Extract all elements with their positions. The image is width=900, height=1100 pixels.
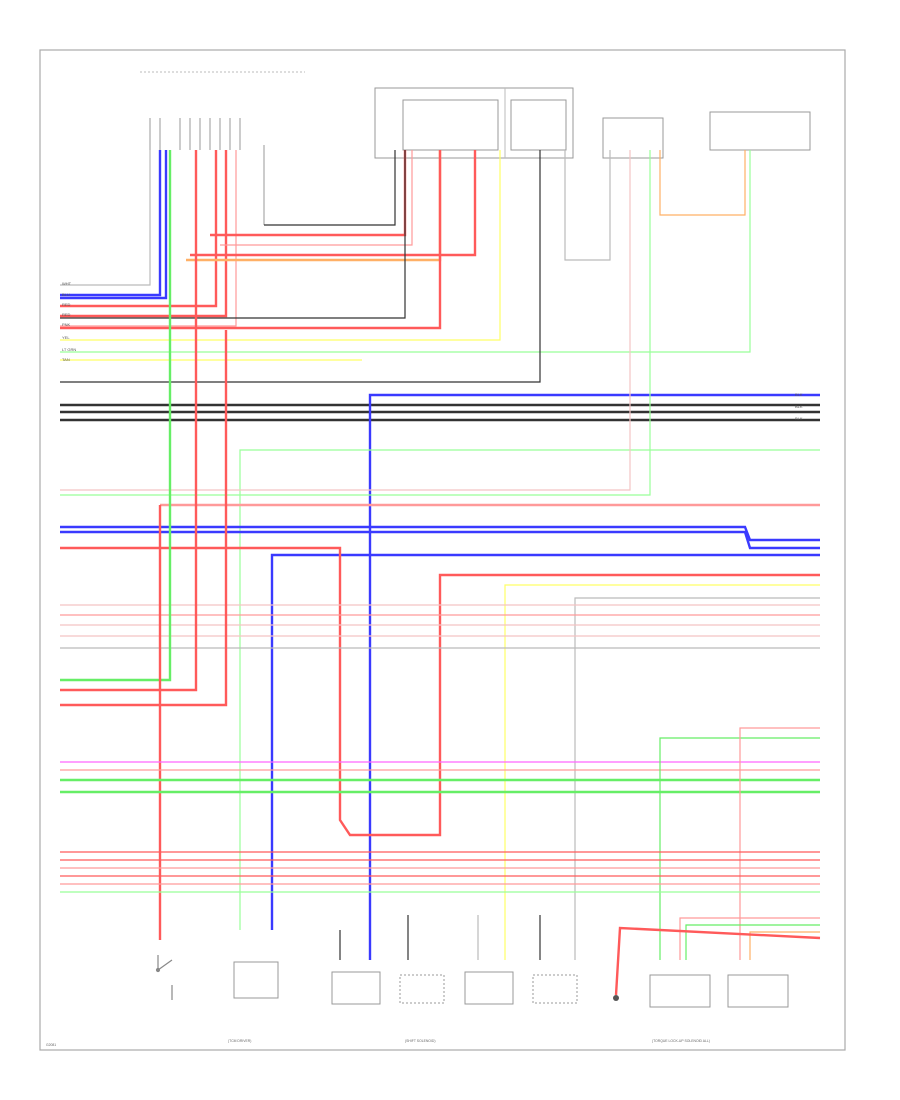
wire-gray-16 bbox=[564, 150, 611, 261]
wire-label-r2: BLK bbox=[795, 416, 803, 421]
wire-label-4: PNK bbox=[62, 322, 71, 327]
wire-green-46 bbox=[659, 737, 820, 960]
sensor-box bbox=[233, 961, 279, 999]
switch-symbol bbox=[155, 955, 173, 1000]
wire-orange-9 bbox=[186, 150, 442, 262]
solenoid-d bbox=[532, 974, 578, 1004]
wire-light_green-23 bbox=[239, 449, 820, 930]
wire-red-57 bbox=[614, 926, 821, 996]
wire-green-55 bbox=[685, 924, 820, 960]
solenoid-b bbox=[399, 974, 445, 1004]
wire-light_green-12 bbox=[60, 150, 751, 353]
wire-black-13 bbox=[60, 150, 406, 319]
wire-blue-2 bbox=[60, 150, 168, 300]
wire-pink-54 bbox=[679, 917, 820, 960]
wire-gray-32 bbox=[574, 597, 820, 960]
wire-black-15 bbox=[60, 150, 541, 383]
wire-yellow-11 bbox=[60, 150, 501, 341]
wire-light_green-25 bbox=[60, 150, 651, 496]
wire-label-r0: BLK bbox=[795, 392, 803, 397]
ground-point bbox=[613, 995, 619, 1001]
inner-switch-1 bbox=[402, 99, 499, 151]
wire-red-39 bbox=[60, 150, 198, 692]
wire-pink-8 bbox=[220, 150, 413, 246]
wire-blue-22 bbox=[368, 393, 820, 960]
wire-label-r1: BLK bbox=[795, 404, 803, 409]
solenoid-c bbox=[464, 971, 514, 1005]
inner-switch-2 bbox=[510, 99, 567, 151]
diagram-frame bbox=[39, 49, 846, 1051]
relay-box-far-right bbox=[709, 111, 811, 151]
wire-label-3: RED bbox=[62, 312, 71, 317]
module-a bbox=[649, 974, 711, 1008]
left-bus-labels: WHT BLU RED RED PNK YEL LT GRN TAN bbox=[62, 281, 76, 362]
wire-blue-1 bbox=[60, 150, 162, 297]
wire-label-0: WHT bbox=[62, 281, 72, 286]
solenoid-a bbox=[331, 971, 381, 1005]
wire-red-14 bbox=[60, 150, 442, 330]
top-components bbox=[140, 71, 811, 225]
relay-box-right bbox=[602, 117, 664, 159]
wire-orange-17 bbox=[659, 150, 746, 216]
wire-blue-28 bbox=[60, 530, 820, 550]
wire-red-30 bbox=[60, 546, 820, 837]
wire-blue-29 bbox=[270, 553, 820, 930]
wire-green-38 bbox=[60, 150, 172, 682]
right-bus-labels: BLK BLK BLK bbox=[795, 392, 803, 421]
wire-yellow-31 bbox=[504, 584, 820, 960]
wire-gray-0 bbox=[60, 150, 151, 286]
wire-light_pink-24 bbox=[60, 150, 631, 491]
wire-red-10 bbox=[190, 150, 477, 257]
group-label-left: (TCM DRIVER) bbox=[228, 1039, 251, 1043]
wires-group bbox=[60, 150, 821, 996]
group-label-right: (TORQUE LOCK-UP SOLENOID ALL) bbox=[652, 1039, 710, 1043]
wire-orange-56 bbox=[749, 931, 820, 960]
wire-blue-27 bbox=[60, 525, 820, 542]
wire-red-7 bbox=[210, 150, 407, 237]
transmission-range-switch-box bbox=[374, 87, 574, 159]
wire-red-4 bbox=[60, 150, 228, 318]
bottom-components: (TCM DRIVER) (SHIFT SOLENOID) (TORQUE LO… bbox=[155, 955, 789, 1043]
wire-red-40 bbox=[60, 330, 228, 707]
wire-red-3 bbox=[60, 150, 218, 308]
wire-label-6: LT GRN bbox=[62, 347, 76, 352]
footer-label: G2081 bbox=[46, 1043, 56, 1047]
wire-label-5: YEL bbox=[62, 335, 70, 340]
wire-black-6 bbox=[264, 150, 396, 226]
wire-label-1: BLU bbox=[62, 292, 70, 297]
wire-label-7: TAN bbox=[62, 357, 70, 362]
module-b bbox=[727, 974, 789, 1008]
wire-label-2: RED bbox=[62, 302, 71, 307]
group-label-mid: (SHIFT SOLENOID) bbox=[405, 1039, 435, 1043]
wire-pink-47 bbox=[739, 727, 820, 960]
wire-pink-5 bbox=[60, 150, 237, 327]
